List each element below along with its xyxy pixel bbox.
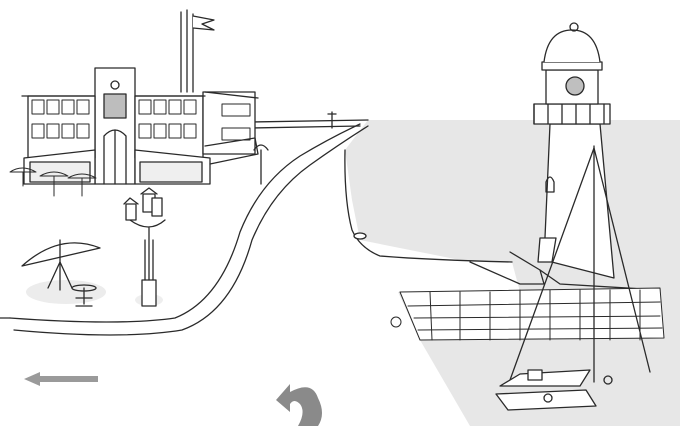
flagpoles [180, 9, 215, 93]
u-turn-arrow-icon [276, 384, 322, 426]
turn-around-button[interactable] [276, 384, 322, 426]
patio-umbrella[interactable] [21, 239, 106, 307]
sailboat[interactable] [495, 145, 651, 411]
hotel-building[interactable] [21, 67, 259, 185]
pier-wall [390, 287, 665, 341]
hotel-street-lamp [253, 144, 269, 185]
left-arrow-icon [24, 372, 98, 386]
road-to-pier[interactable] [0, 123, 513, 336]
distant-lamp [327, 111, 337, 129]
cafe-tables [9, 167, 97, 197]
back-arrow-button[interactable] [24, 372, 98, 386]
mooring-post [353, 232, 367, 240]
far-bridge [249, 119, 369, 129]
street-lamp[interactable] [123, 187, 166, 307]
